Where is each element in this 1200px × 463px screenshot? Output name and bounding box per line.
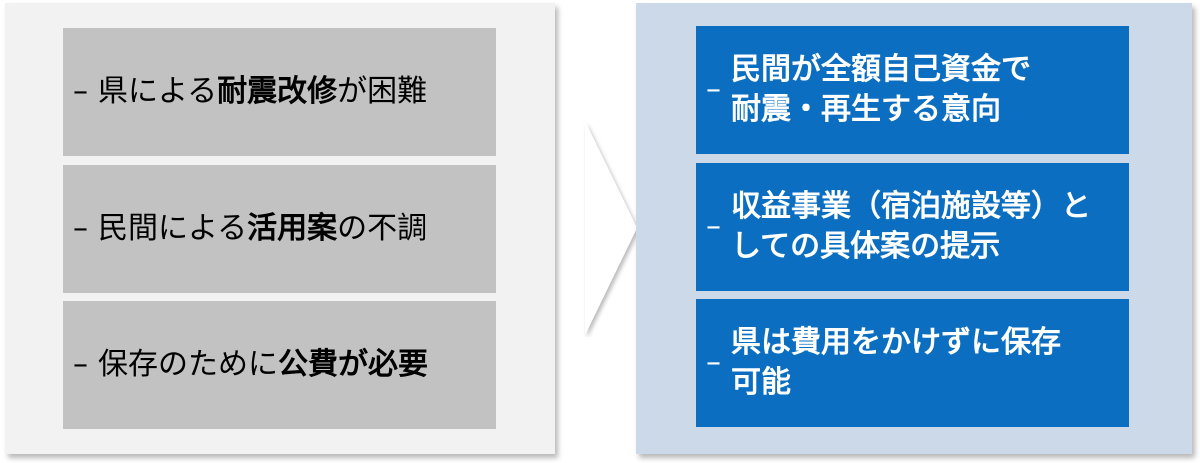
proposal-text-business-plan: 収益事業（宿泊施設等）としての具体案の提示 bbox=[731, 189, 1091, 264]
issue-text-utilization: 民間による活用案の不調 bbox=[98, 211, 428, 246]
proposal-card-private-funding: – 民間が全額自己資金で耐震・再生する意向 bbox=[696, 26, 1129, 154]
dash-bullet: – bbox=[73, 211, 88, 246]
proposal-text-preservation: 県は費用をかけずに保存可能 bbox=[731, 325, 1061, 400]
proposal-card-business-plan: – 収益事業（宿泊施設等）としての具体案の提示 bbox=[696, 163, 1129, 291]
dash-bullet: – bbox=[706, 209, 721, 244]
dash-bullet: – bbox=[73, 74, 88, 109]
issue-text-seismic: 県による耐震改修が困難 bbox=[98, 74, 428, 109]
proposal-card-preservation: – 県は費用をかけずに保存可能 bbox=[696, 299, 1129, 427]
right-chevron-arrow-icon bbox=[585, 121, 637, 335]
dash-bullet: – bbox=[73, 347, 88, 382]
current-issues-panel: – 県による耐震改修が困難 – 民間による活用案の不調 – 保存のために公費が必… bbox=[5, 3, 555, 454]
issue-card-public-funds: – 保存のために公費が必要 bbox=[63, 301, 496, 429]
issue-card-seismic: – 県による耐震改修が困難 bbox=[63, 28, 496, 156]
proposal-panel: – 民間が全額自己資金で耐震・再生する意向 – 収益事業（宿泊施設等）としての具… bbox=[636, 3, 1192, 454]
issue-card-utilization: – 民間による活用案の不調 bbox=[63, 165, 496, 293]
dash-bullet: – bbox=[706, 345, 721, 380]
issue-text-public-funds: 保存のために公費が必要 bbox=[98, 347, 428, 382]
dash-bullet: – bbox=[706, 72, 721, 107]
proposal-text-private-funding: 民間が全額自己資金で耐震・再生する意向 bbox=[731, 52, 1031, 127]
